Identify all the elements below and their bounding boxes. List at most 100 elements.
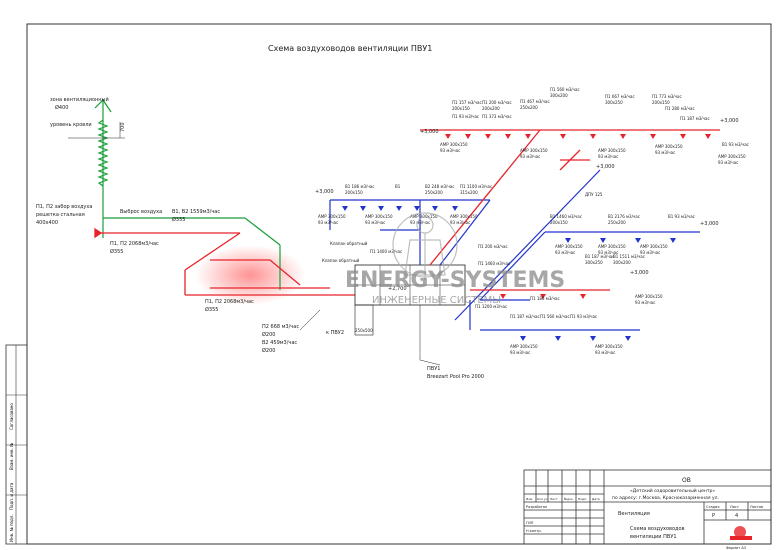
top-perunit-3: 93 м3/час <box>655 150 675 155</box>
intake-diam-label: Ø400 <box>55 104 68 111</box>
top-diffuser-3: АМР 300х150 <box>655 144 683 149</box>
grille-label-3: 400х400 <box>36 220 58 226</box>
right-perunit-4: 93 м3/час <box>510 350 530 355</box>
top-duct-0: 200х150 <box>452 106 470 111</box>
top-perunit-0: 93 м3/час <box>440 148 460 153</box>
tb-section: Вентиляция <box>618 511 650 517</box>
watermark-logo <box>392 212 458 280</box>
mid-flow-1: В1 <box>395 184 401 189</box>
height-dim: 700 <box>120 122 126 132</box>
right-flow-9: П1 186 м3/час <box>530 296 560 301</box>
watermark: ENERGY-SYSTEMS ИНЖЕНЕРНЫЕ СИСТЕМЫ <box>345 212 565 306</box>
roof-level-label: уровень кровли <box>50 122 92 128</box>
exhaust-diam-label: Ø355 <box>172 216 185 223</box>
right-diffuser-5: АМР 300х150 <box>635 294 663 299</box>
side-stamp-0: Согласовано <box>9 403 14 430</box>
diffusers-top <box>445 134 711 299</box>
mid-perunit-3: 93 м3/час <box>450 220 470 225</box>
right-flow-1: В1 2176 м3/час <box>608 214 640 219</box>
right-diffuser-0: АМР 300х150 <box>555 244 583 249</box>
side-stamp-3: Инв. № подл. <box>9 514 14 542</box>
tb-drawing-2: вентиляции ПВУ1 <box>630 534 677 540</box>
top-perunit-4: 93 м3/час <box>718 160 738 165</box>
tb-row-list: Лист <box>550 497 558 501</box>
top-flow-3: П1 560 м3/час <box>550 87 580 92</box>
right-diffuser-4: АМР 300х150 <box>510 344 538 349</box>
mid-flow-5: П1 1460 м3/час <box>478 261 510 266</box>
exhaust-branch-middle <box>329 169 700 331</box>
tb-sheets-head: Листов <box>750 505 763 509</box>
mid-perunit-1: 93 м3/час <box>365 220 385 225</box>
level-1: +3,000 <box>720 118 739 124</box>
supply-branch-top <box>420 129 720 291</box>
tb-project-1: «Детский оздоровительный центр» <box>630 487 715 494</box>
top-flow-6: П1 280 м3/час <box>665 106 695 111</box>
mid-diffuser-3: АМР 300х150 <box>450 214 478 219</box>
level-2700: +2,700 <box>388 286 407 292</box>
top-flow-4: П1 667 м3/час <box>605 94 635 99</box>
tb-sheet: 4 <box>735 513 738 519</box>
mid-diffuser-0: АМР 300х150 <box>318 214 346 219</box>
drawing-frame <box>26 23 772 545</box>
right-flow-4: В1 93 м3/час <box>668 214 695 219</box>
level-3: +3,000 <box>596 164 615 170</box>
p2-diam-label: Ø200 <box>262 331 275 338</box>
right-diffuser-3: АМР 300х150 <box>595 344 623 349</box>
top-duct-5: 200х150 <box>652 100 670 105</box>
top-flow-2: П1 467 м3/час <box>520 99 550 104</box>
right-flow-5: П1 1200 м3/час <box>475 304 507 309</box>
tb-row-sign: Подп. <box>578 497 587 501</box>
tb-sheet-head: Лист <box>730 505 739 509</box>
right-perunit-1: 93 м3/час <box>598 250 618 255</box>
right-flow-8: П1 93 м3/час <box>570 314 597 319</box>
tb-drawing-1: Схема воздуховодов <box>630 526 685 532</box>
tb-row-date: Дата <box>592 497 600 501</box>
top-flow-5: П1 773 м3/час <box>652 94 682 99</box>
top-duct-2: 250х200 <box>520 105 538 110</box>
side-stamp-2: Подп. и дата <box>9 482 14 510</box>
tb-stage-head: Стадия <box>706 505 719 509</box>
top-diffuser-4: АМР 300х150 <box>718 154 746 159</box>
supply-flow-label: П1, П2 2068м3/час <box>110 241 159 247</box>
pvu-unit <box>354 264 466 366</box>
tb-code: ОВ <box>682 477 691 484</box>
mid-duct-2: 315х200 <box>460 190 478 195</box>
tb-nkontr: Н.контр. <box>526 529 542 533</box>
right-flow-7: П1 187 м3/час <box>510 314 540 319</box>
mid-perunit-0: 93 м3/час <box>318 220 338 225</box>
supply-diam-label: Ø355 <box>110 248 123 255</box>
right-duct-2: 300х200 <box>613 260 631 265</box>
right-flow-0: В1 1460 м3/час <box>550 214 582 219</box>
tb-format: Формат А3 <box>726 546 746 550</box>
level-2: +3,000 <box>315 189 334 195</box>
top-perunit-2: 93 м3/час <box>598 154 618 159</box>
tb-row-doc: №док. <box>564 497 574 501</box>
right-perunit-5: 93 м3/час <box>635 300 655 305</box>
top-duct-4: 300х250 <box>605 100 623 105</box>
top-flow-9: В1 93 м3/час <box>722 142 749 147</box>
mid-flow-2: В2 248 м3/час <box>425 184 454 189</box>
mid-duct-0: 200х150 <box>345 190 363 195</box>
title-block <box>523 469 772 545</box>
supply2-flow-label: П1, П2 2068м3/час <box>205 299 254 305</box>
right-diffuser-2: АМР 300х150 <box>640 244 668 249</box>
diffusers-middle <box>342 206 676 341</box>
right-perunit-3: 93 м3/час <box>595 350 615 355</box>
exhaust-label: Выброс воздуха <box>120 209 162 215</box>
tb-row-izm: Изм. <box>526 497 533 501</box>
mid-dpu: ДПУ 125 <box>585 192 603 197</box>
top-flow-8: П1 93 м3/час <box>452 114 479 119</box>
grille-label-1: П1, П2 забор воздуха <box>36 204 92 210</box>
top-flow-10: П1 373 м3/час <box>482 114 512 119</box>
level-0: +3,000 <box>420 129 439 135</box>
top-duct-3: 300х200 <box>550 93 568 98</box>
right-diffuser-1: АМР 300х150 <box>598 244 626 249</box>
level-5: +3,000 <box>630 270 649 276</box>
side-stamp-1: Взам. инв. № <box>9 443 14 470</box>
right-duct-1: 250х200 <box>608 220 626 225</box>
right-flow-6: П1 560 м3/час <box>540 314 570 319</box>
mid-klapan-1: Клапан обратный <box>322 258 360 263</box>
intake-zone-label: зона вентиляционный <box>50 96 109 103</box>
drawing-title: Схема воздуховодов вентиляции ПВУ1 <box>268 44 432 53</box>
